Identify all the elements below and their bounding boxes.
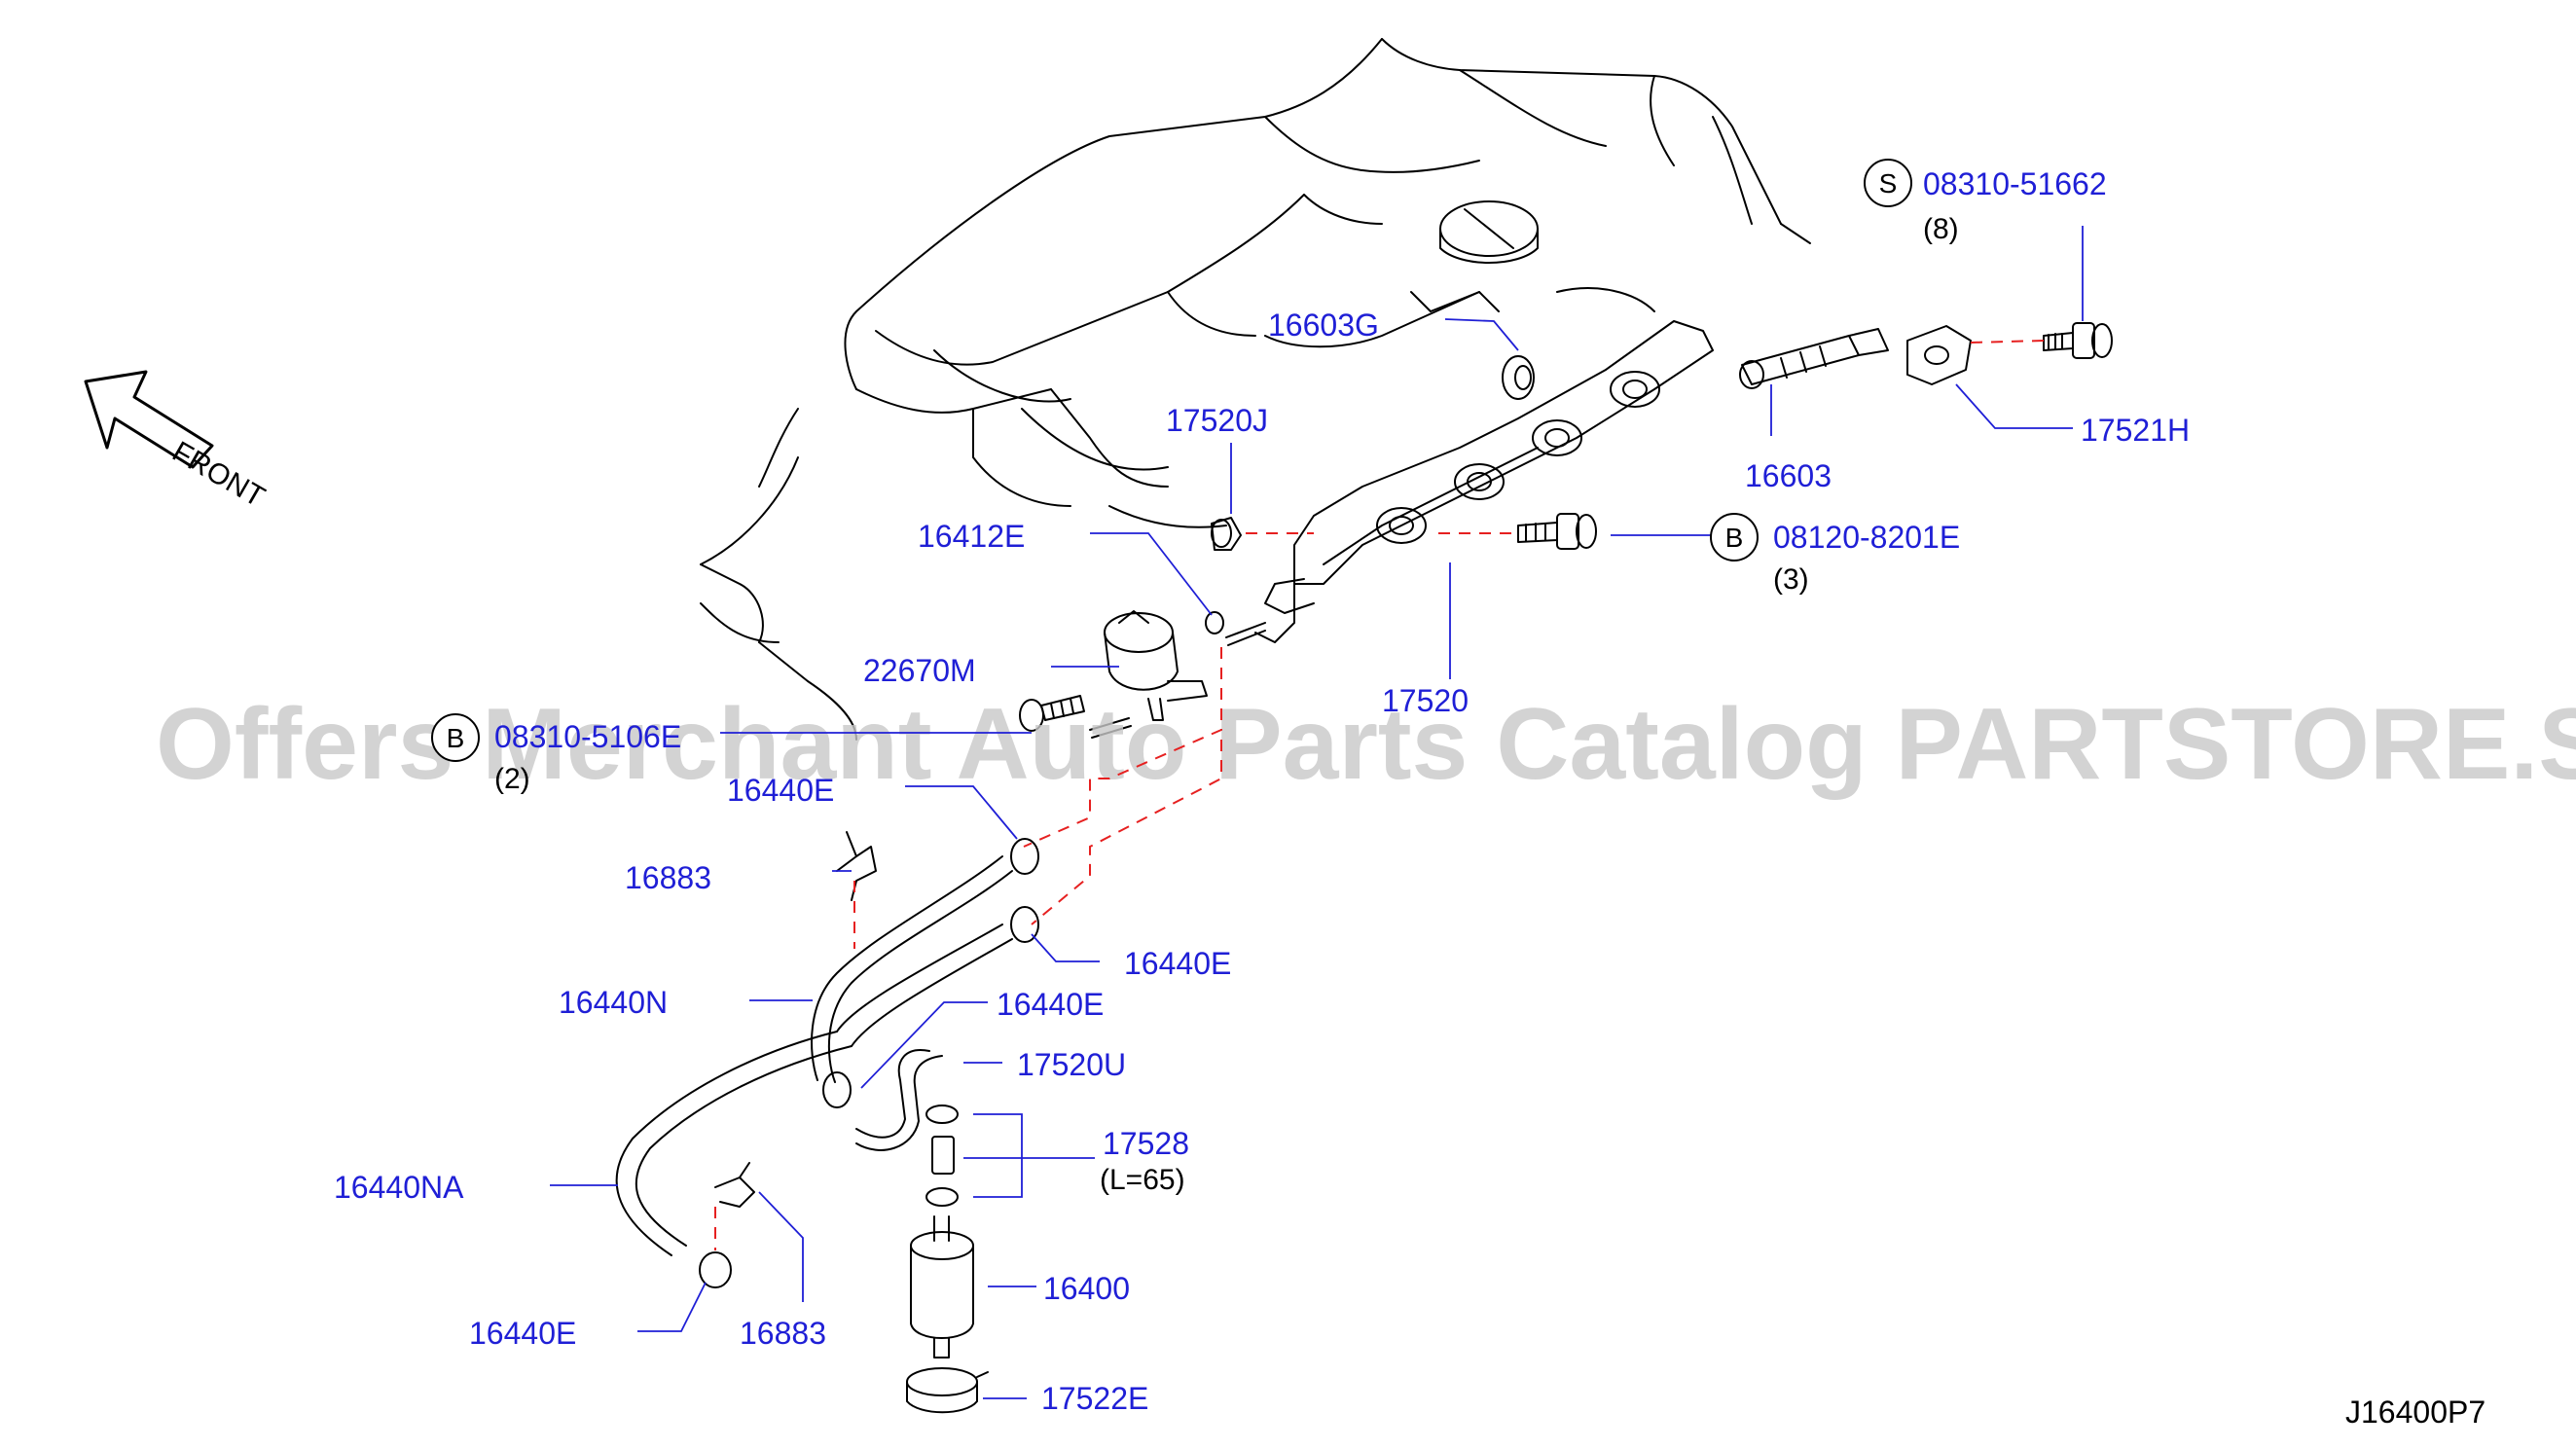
fuel-filter — [910, 1215, 974, 1358]
qty-b-bolt-right: (3) — [1773, 563, 1809, 596]
callout-16440E-middle[interactable]: 16440E — [1124, 946, 1231, 981]
qty-b-bolt-left: (2) — [494, 763, 530, 795]
clip-16883-lower — [714, 1162, 755, 1208]
pipe-stub — [1089, 717, 1132, 739]
callouts: 16603G 17520J 16412E 22670M 16440E 16883… — [334, 166, 2190, 1416]
fuel-injector — [1739, 328, 1889, 389]
callout-17522E[interactable]: 17522E — [1041, 1381, 1148, 1416]
callout-16440E-bottom[interactable]: 16440E — [469, 1316, 576, 1351]
cap-17520J — [1211, 517, 1242, 551]
callout-17521H[interactable]: 17521H — [2081, 413, 2190, 448]
oring-16412E — [1205, 611, 1224, 634]
clip-16883-upper — [836, 831, 877, 901]
watermark: Offers Merchant Auto Parts Catalog PARTS… — [156, 688, 2576, 801]
callout-17520J[interactable]: 17520J — [1166, 403, 1268, 438]
hose-length: (L=65) — [1100, 1164, 1185, 1196]
callout-17520[interactable]: 17520 — [1382, 683, 1469, 718]
dashed-connectors — [714, 340, 2045, 1250]
callout-16603G[interactable]: 16603G — [1268, 308, 1379, 343]
qty-s-bolt: (8) — [1923, 213, 1959, 245]
callout-16883-upper[interactable]: 16883 — [625, 860, 711, 895]
bolt-top — [2043, 322, 2113, 359]
symbol-s: S — [1879, 168, 1898, 199]
hose-17528 — [925, 1105, 959, 1207]
insulator-16603G — [1502, 355, 1535, 400]
front-label: FRONT — [167, 435, 271, 513]
callout-16400[interactable]: 16400 — [1043, 1271, 1130, 1306]
callout-16440N[interactable]: 16440N — [559, 985, 668, 1020]
callout-08120-8201E[interactable]: 08120-8201E — [1773, 520, 1960, 555]
symbol-b-right: B — [1725, 523, 1744, 553]
callout-16412E[interactable]: 16412E — [918, 519, 1025, 554]
callout-17528[interactable]: 17528 — [1103, 1126, 1189, 1161]
callout-16603[interactable]: 16603 — [1745, 458, 1832, 493]
callout-22670M[interactable]: 22670M — [863, 653, 976, 688]
pressure-regulator — [1104, 610, 1208, 721]
seal-17521H — [1906, 325, 1972, 385]
hoses — [615, 855, 1013, 1256]
fuel-rail — [1225, 320, 1714, 646]
callout-16440E-lower[interactable]: 16440E — [997, 987, 1104, 1022]
diagram-code: J16400P7 — [2345, 1395, 2485, 1430]
callout-17520U[interactable]: 17520U — [1017, 1047, 1126, 1082]
callout-08310-5106E[interactable]: 08310-5106E — [494, 719, 681, 754]
leader-lines — [550, 226, 2084, 1399]
clamps — [699, 838, 1039, 1288]
symbol-b-left: B — [447, 723, 465, 753]
callout-16883-lower[interactable]: 16883 — [740, 1316, 826, 1351]
bolt-middle — [1517, 513, 1597, 550]
symbol-circles — [431, 159, 1912, 762]
filter-clamp — [906, 1367, 989, 1414]
bolt-left — [1019, 695, 1085, 732]
callout-16440E-upper[interactable]: 16440E — [727, 773, 834, 808]
engine-outline — [700, 38, 1811, 741]
callout-08310-51662[interactable]: 08310-51662 — [1923, 166, 2107, 201]
callout-16440NA[interactable]: 16440NA — [334, 1170, 464, 1205]
front-arrow-icon — [84, 370, 214, 469]
